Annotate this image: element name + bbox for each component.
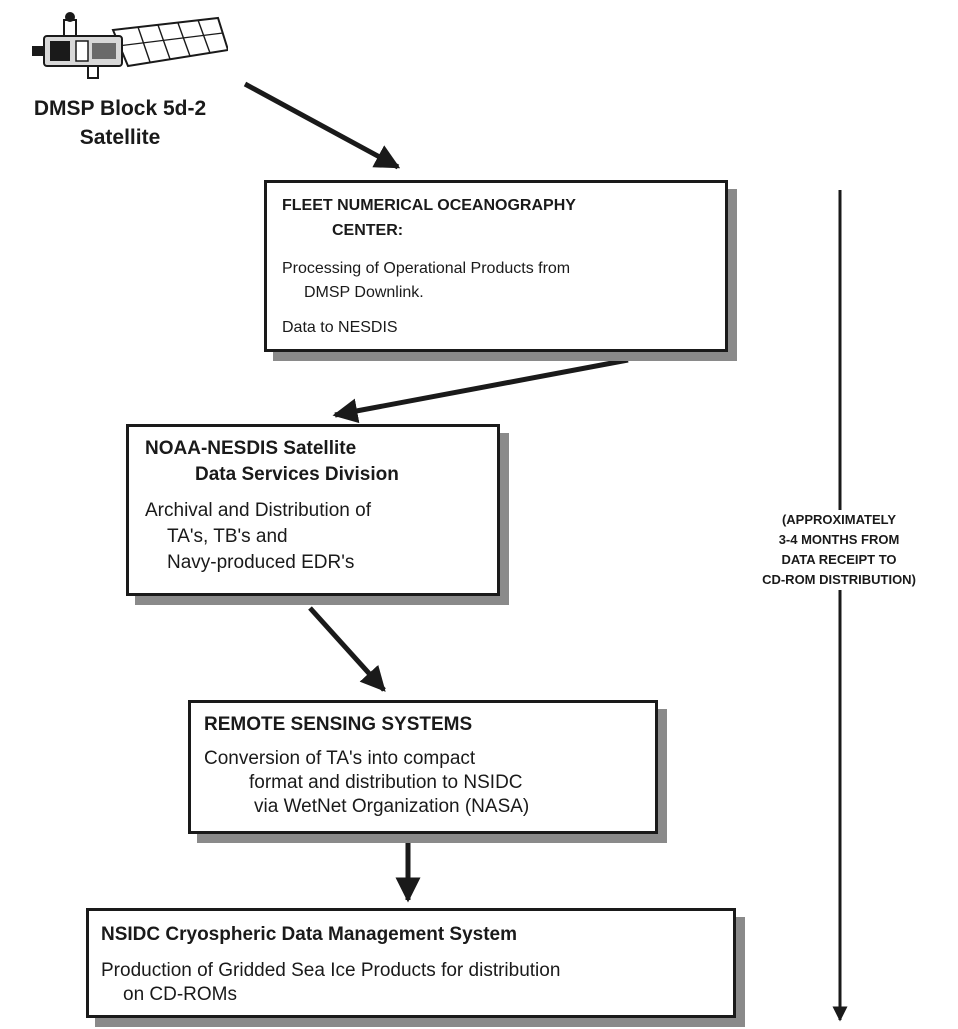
fnoc-title-line1: FLEET NUMERICAL OCEANOGRAPHY <box>282 197 576 214</box>
arrow-satellite-to-fnoc <box>243 81 401 170</box>
timeline-line2: 3-4 MONTHS FROM <box>778 532 900 547</box>
nesdis-body-line3: Navy-produced EDR's <box>167 552 355 573</box>
rss-body-line1: Conversion of TA's into compact <box>204 748 476 769</box>
fnoc-box: FLEET NUMERICAL OCEANOGRAPHY CENTER: Pro… <box>264 180 728 352</box>
nsidc-body-line1: Production of Gridded Sea Ice Products f… <box>101 960 561 981</box>
satellite-label: DMSP Block 5d-2 Satellite <box>0 94 240 152</box>
timeline-line4: CD-ROM DISTRIBUTION) <box>762 572 916 587</box>
nsidc-body-line2: on CD-ROMs <box>123 984 238 1005</box>
nesdis-body-line1: Archival and Distribution of <box>145 500 371 521</box>
rss-body-line3: via WetNet Organization (NASA) <box>254 796 530 817</box>
satellite-label-line2: Satellite <box>79 126 161 149</box>
rss-box: REMOTE SENSING SYSTEMS Conversion of TA'… <box>188 700 658 834</box>
nesdis-title-line1: NOAA-NESDIS Satellite <box>145 438 357 459</box>
timeline-line1: (APPROXIMATELY <box>781 512 897 527</box>
nesdis-box: NOAA-NESDIS Satellite Data Services Divi… <box>126 424 500 596</box>
satellite-label-line1: DMSP Block 5d-2 <box>33 97 207 120</box>
arrow-nesdis-to-rss <box>308 606 386 692</box>
fnoc-title-line2: CENTER: <box>332 222 404 239</box>
rss-body-line2: format and distribution to NSIDC <box>249 772 523 793</box>
fnoc-body-line1: Processing of Operational Products from <box>282 260 571 277</box>
timeline-note: (APPROXIMATELY 3-4 MONTHS FROM DATA RECE… <box>720 510 958 590</box>
nsidc-box: NSIDC Cryospheric Data Management System… <box>86 908 736 1018</box>
fnoc-body-line2: DMSP Downlink. <box>304 284 424 301</box>
nesdis-title-line2: Data Services Division <box>195 464 399 485</box>
satellite-icon <box>28 8 230 88</box>
nesdis-body-line2: TA's, TB's and <box>167 526 288 547</box>
arrow-fnoc-to-nesdis <box>332 357 629 424</box>
rss-title: REMOTE SENSING SYSTEMS <box>204 714 473 735</box>
fnoc-body-line3: Data to NESDIS <box>282 319 398 336</box>
nsidc-title: NSIDC Cryospheric Data Management System <box>101 924 518 945</box>
timeline-line3: DATA RECEIPT TO <box>781 552 897 567</box>
